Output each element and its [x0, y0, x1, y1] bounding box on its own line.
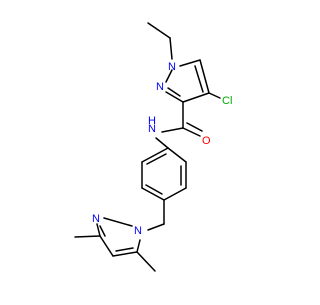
bond-benzene-inner-3	[146, 153, 167, 165]
bond-bottom-c5-n1	[136, 239, 141, 253]
atom-label-n2-bottom: N	[92, 213, 100, 225]
bond-ethyl-ch3	[147, 22, 171, 39]
bond-benzene-3	[163, 187, 187, 201]
bond-n1-c5	[179, 59, 201, 67]
bond-bottom-c4-c5	[112, 251, 138, 257]
atom-label-n2-top: N	[156, 81, 164, 93]
bond-bottom-n2-c3	[96, 223, 101, 237]
bond-c5-c4-double	[194, 65, 204, 93]
atom-label-n1-top: N	[168, 61, 176, 73]
bond-carbonyl-o-double	[186, 122, 203, 132]
bond-n2-n1	[165, 69, 173, 83]
atom-label-nh-n: N	[148, 123, 156, 135]
bond-c3-n2-double	[167, 87, 181, 97]
bond-c5-c4	[199, 59, 210, 94]
atom-label-nh-h: H	[148, 115, 156, 127]
bond-ch2-n1	[147, 223, 165, 231]
bond-carbonyl-nh	[161, 127, 184, 133]
molecule-diagram: Cl O N H N N N N	[74, 22, 232, 272]
bond-benzene-6	[141, 147, 169, 163]
bond-bottom-c3-methyl	[74, 235, 101, 238]
bond-benzene-inner-2	[145, 184, 163, 195]
bond-c4-cl	[208, 92, 221, 99]
bond-benzene-1	[167, 147, 187, 163]
molecule-structure: Cl O N H N N N N	[74, 22, 232, 272]
atom-label-o: O	[202, 135, 211, 147]
bond-bottom-c5-methyl	[136, 251, 156, 272]
bond-c3-n2	[165, 91, 184, 103]
bond-benzene-4	[141, 187, 165, 201]
bond-bottom-c4-c5-double	[115, 247, 134, 252]
bond-bottom-n1-n2	[103, 217, 133, 227]
atom-label-n1-bottom: N	[134, 225, 142, 237]
bond-bottom-c3-c4	[99, 235, 114, 257]
atom-label-cl: Cl	[222, 95, 232, 107]
bond-nh-benzene	[155, 137, 169, 149]
bond-carbonyl-o	[182, 127, 201, 137]
bond-bottom-n2-c3-double	[99, 225, 106, 237]
bond-c4-c3	[182, 92, 210, 103]
bond-ethyl-ch2	[169, 37, 173, 60]
